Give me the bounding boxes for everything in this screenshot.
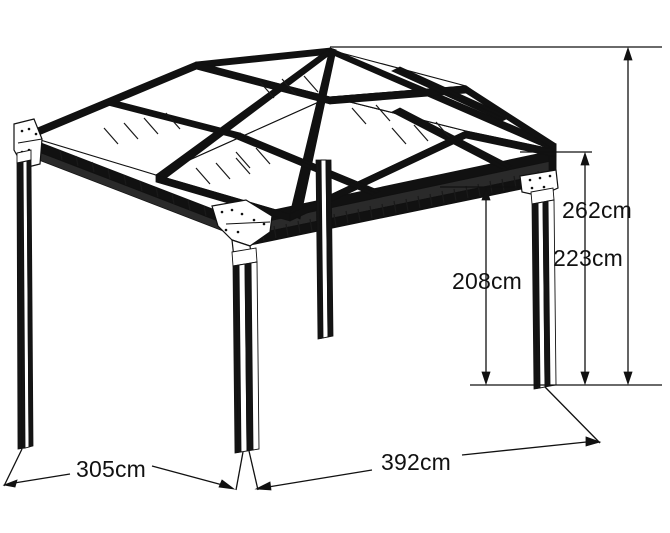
dimension-262cm: 262cm — [330, 46, 662, 386]
dimension-label-262cm: 262cm — [562, 197, 632, 223]
roof-rafter — [231, 132, 381, 196]
roof-front-fascia-beam — [22, 135, 557, 249]
dimension-label-305cm: 305cm — [76, 456, 146, 482]
dim-arrow-right — [218, 479, 236, 490]
bolt-hole — [20, 129, 24, 133]
bolt-hole — [252, 218, 256, 222]
bolt-hole — [27, 127, 31, 131]
dim-arrow-up — [623, 46, 633, 61]
dim-arrow-left — [2, 479, 18, 488]
dim-arrow-up — [481, 186, 491, 201]
dimension-label-208cm: 208cm — [452, 268, 522, 294]
bolt-hole — [538, 176, 542, 180]
dim-arrow-down — [580, 371, 590, 386]
dim-arrow-down — [623, 371, 633, 386]
panel-seams — [107, 68, 509, 194]
bolt-hole — [262, 222, 266, 226]
post-front-right — [530, 187, 557, 390]
post-front-left — [231, 247, 260, 454]
dim-arrow-down — [481, 371, 491, 386]
panel-reflection-marks — [103, 75, 451, 185]
dimension-label-392cm: 392cm — [381, 449, 451, 475]
bolt-hole — [236, 230, 240, 234]
bolt-hole — [542, 185, 546, 189]
bolt-hole — [528, 178, 532, 182]
roof-assembly — [20, 47, 557, 249]
bolt-hole — [230, 208, 234, 212]
bolt-hole — [224, 228, 228, 232]
dimension-208cm: 208cm — [440, 186, 522, 386]
post-middle — [315, 159, 334, 340]
dimension-223cm: 223cm — [520, 151, 623, 386]
bolt-hole — [548, 174, 552, 178]
bolt-hole — [240, 212, 244, 216]
dim-arrow-up — [580, 151, 590, 166]
bolt-hole — [34, 132, 38, 136]
dimension-392cm: 392cm — [248, 386, 602, 491]
dim-arrow-left — [254, 481, 272, 491]
roof-purlin — [465, 130, 557, 158]
bolt-hole — [220, 210, 224, 214]
dim-arrow-right — [585, 436, 602, 447]
dimension-305cm: 305cm — [2, 448, 244, 491]
bolt-hole — [530, 186, 534, 190]
post-rear-left — [16, 149, 34, 450]
dimension-label-223cm: 223cm — [553, 245, 623, 271]
